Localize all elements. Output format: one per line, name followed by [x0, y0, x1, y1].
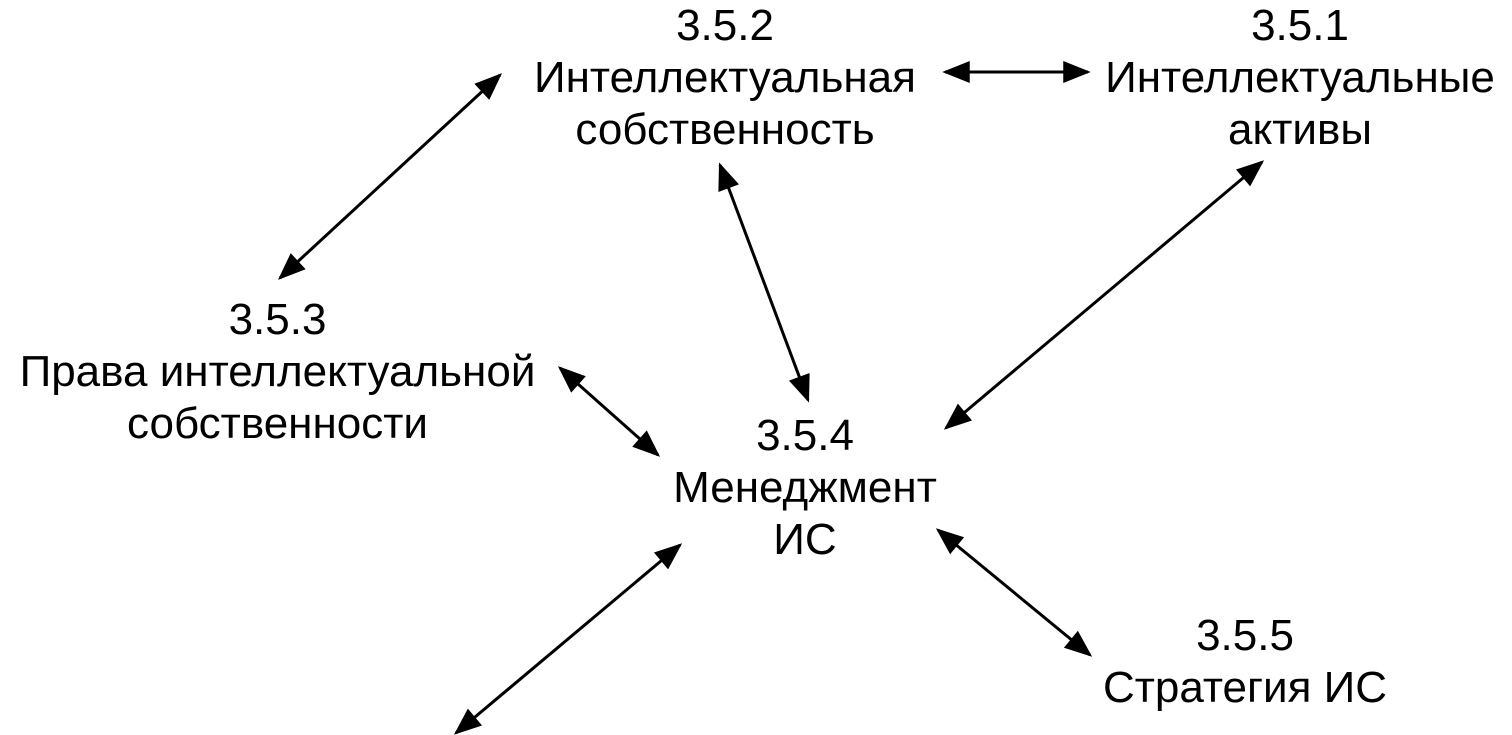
node-title-line: собственности	[127, 399, 428, 448]
node-ip-management: 3.5.4 Менеджмент ИС	[645, 410, 965, 566]
arrow-3.5.4-off-page	[453, 543, 683, 735]
node-intellectual-assets: 3.5.1 Интеллектуальные активы	[1090, 0, 1510, 156]
node-title-line: Менеджмент	[673, 463, 937, 512]
arrow-3.5.2-3.5.4	[718, 162, 810, 403]
node-number: 3.5.4	[756, 411, 854, 460]
node-title-line: активы	[1228, 105, 1372, 154]
node-number: 3.5.5	[1196, 611, 1294, 660]
node-number: 3.5.2	[676, 1, 774, 50]
node-title-line: Права интеллектуальной	[19, 347, 536, 396]
node-ip-rights: 3.5.3 Права интеллектуальной собственнос…	[0, 294, 555, 450]
node-ip-strategy: 3.5.5 Стратегия ИС	[1080, 610, 1410, 714]
arrow-3.5.3-3.5.4	[557, 366, 661, 457]
node-title-line: Интеллектуальная	[534, 53, 916, 102]
node-number: 3.5.1	[1251, 1, 1349, 50]
node-title-line: собственность	[575, 105, 875, 154]
node-intellectual-property: 3.5.2 Интеллектуальная собственность	[505, 0, 945, 156]
arrow-3.5.4-3.5.5	[935, 528, 1093, 657]
arrow-3.5.1-3.5.4	[943, 160, 1265, 430]
node-number: 3.5.3	[228, 295, 327, 344]
arrow-3.5.2-3.5.3	[277, 73, 503, 280]
node-title-line: ИС	[773, 515, 837, 564]
node-title-line: Интеллектуальные	[1105, 53, 1495, 102]
node-title-line: Стратегия ИС	[1102, 663, 1388, 712]
